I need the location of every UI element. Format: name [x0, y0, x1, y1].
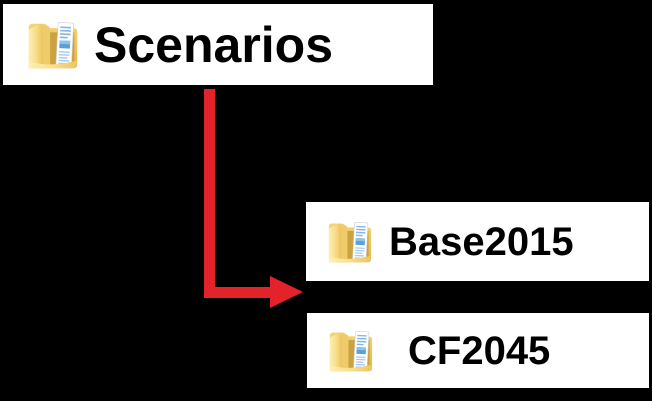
connector-arrow-vertical-segment: [204, 89, 215, 298]
node-base2015: Base2015: [306, 202, 649, 281]
node-scenarios: Scenarios: [3, 4, 433, 85]
connector-arrow-horizontal-segment: [204, 287, 271, 298]
folder-icon: [22, 14, 84, 76]
node-label-scenarios: Scenarios: [94, 16, 334, 73]
node-label-base2015: Base2015: [389, 219, 574, 264]
folder-icon: [324, 321, 378, 381]
node-label-cf2045: CF2045: [408, 328, 551, 373]
connector-arrowhead-icon: [270, 276, 303, 308]
node-cf2045: CF2045: [307, 313, 649, 388]
folder-icon: [323, 212, 377, 272]
